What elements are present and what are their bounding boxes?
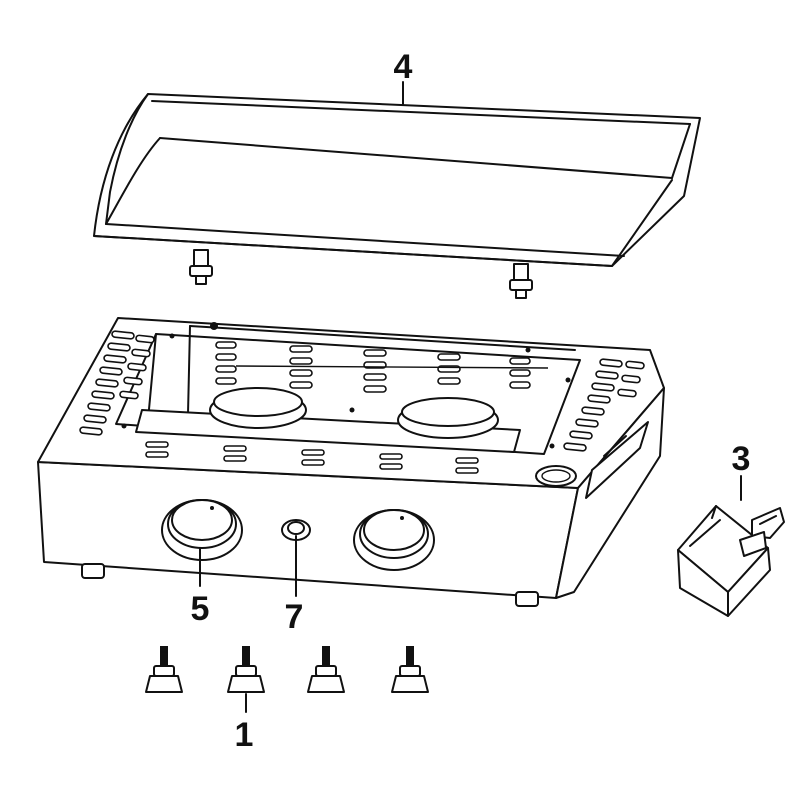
back-vent-slots xyxy=(215,341,549,393)
callout-number: 1 xyxy=(235,716,254,754)
callout-number: 3 xyxy=(732,440,751,478)
burner-left xyxy=(209,387,307,429)
control-knob-right xyxy=(353,509,435,571)
igniter-button xyxy=(281,519,311,541)
griddle-plate xyxy=(93,93,701,299)
callout-1: 1 xyxy=(235,693,254,754)
front-deck-vents xyxy=(145,441,479,474)
callout-3: 3 xyxy=(732,440,751,501)
body-foot-right xyxy=(515,591,539,607)
callout-number: 4 xyxy=(394,48,413,86)
burner-right xyxy=(397,397,499,439)
callout-7: 7 xyxy=(285,535,304,636)
control-knob-left xyxy=(161,499,243,561)
callout-5: 5 xyxy=(191,547,210,628)
callout-number: 5 xyxy=(191,590,210,628)
left-deck-vents xyxy=(79,330,155,436)
grill-base xyxy=(37,317,665,607)
griddle-stud-left xyxy=(189,249,213,285)
foot-2 xyxy=(227,646,265,693)
right-deck-vents xyxy=(563,358,645,452)
foot-3 xyxy=(307,646,345,693)
body-foot-left xyxy=(81,563,105,579)
foot-4 xyxy=(391,646,429,693)
callout-number: 7 xyxy=(285,598,304,636)
griddle-stud-right xyxy=(509,263,533,299)
callout-4: 4 xyxy=(394,48,413,105)
grease-tray xyxy=(677,505,785,617)
grease-hole xyxy=(535,465,577,487)
foot-1 xyxy=(145,646,183,693)
